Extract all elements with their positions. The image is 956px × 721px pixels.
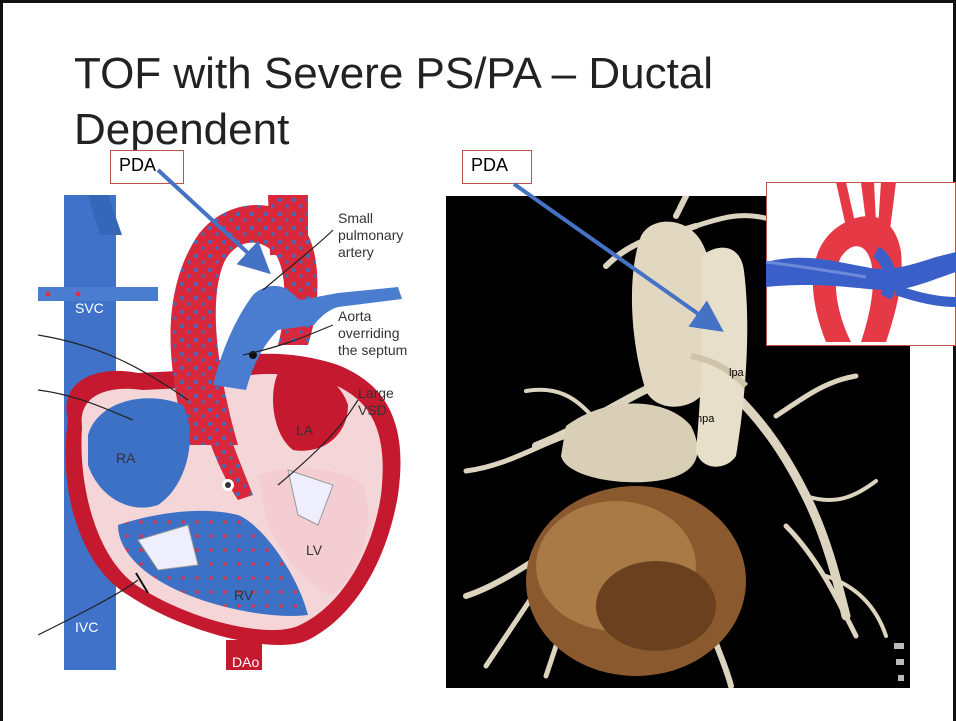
pda-arrow-right <box>514 184 714 325</box>
pda-arrow-left <box>158 170 262 266</box>
